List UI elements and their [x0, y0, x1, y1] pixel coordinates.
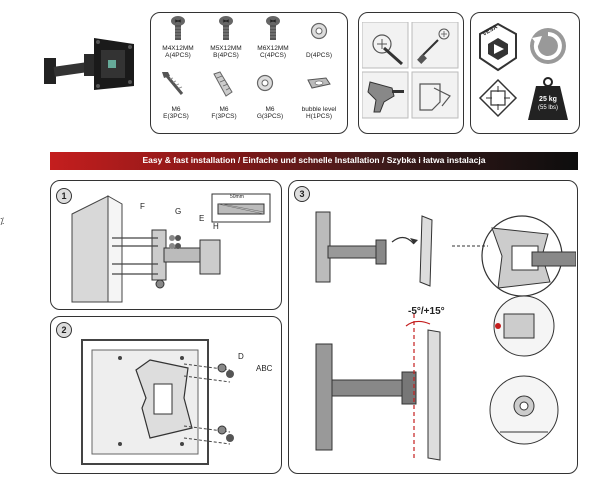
weight-lbs: (55 lbs)	[537, 105, 558, 111]
callout-abc: ABC	[256, 364, 273, 373]
installation-banner: Easy & fast installation / Einfache und …	[50, 152, 578, 170]
banner-text: Easy & fast installation / Einfache und …	[142, 155, 486, 165]
part-code: A(4PCS)	[165, 52, 191, 59]
screw-icon	[170, 16, 186, 47]
part-size: M6	[171, 106, 181, 113]
part-code: E(3PCS)	[163, 113, 189, 120]
part-code: H(1PCS)	[305, 113, 332, 120]
part-code: D(4PCS)	[305, 52, 332, 59]
part-size: M6X12MM	[257, 45, 289, 52]
callout-f: F	[140, 202, 145, 211]
vesa-badge: VESA	[476, 22, 520, 72]
step-3-number: 3	[294, 186, 310, 202]
washer-icon	[310, 22, 328, 45]
weight-icon: 25 kg (55 lbs)	[526, 76, 570, 122]
tools-grid	[361, 21, 460, 127]
weight-kg: 25 kg	[539, 96, 557, 103]
mounting-pattern-icon	[478, 78, 518, 123]
bubble-level-icon	[306, 76, 332, 95]
callout-h: H	[213, 222, 219, 231]
part-code: B(4PCS)	[213, 52, 239, 59]
recycle-icon	[528, 26, 568, 71]
washer-icon	[256, 74, 274, 97]
step-2-number: 2	[56, 322, 72, 338]
part-size: M4X12MM	[162, 45, 194, 52]
ruler-label: 50mm	[230, 194, 244, 200]
tilt-angle-label: -5°/+15°	[408, 306, 445, 317]
wall-anchor-icon	[208, 70, 234, 103]
step-1-number: 1	[56, 188, 72, 204]
callout-d: D	[238, 352, 244, 361]
side-marker: ⁒	[0, 216, 5, 226]
step-2-illustration	[80, 328, 280, 475]
part-code: G(3PCS)	[256, 113, 284, 120]
lag-bolt-icon	[160, 70, 186, 103]
part-code: C(4PCS)	[259, 52, 286, 59]
part-size: M5X12MM	[210, 45, 242, 52]
screw-icon	[218, 16, 234, 47]
step-1-illustration	[68, 190, 278, 311]
part-size: M6	[265, 106, 275, 113]
callout-g: G	[175, 207, 182, 216]
callout-e: E	[199, 214, 205, 223]
product-image	[38, 30, 138, 96]
part-size: bubble level	[301, 106, 337, 113]
part-code: F(3PCS)	[211, 113, 237, 120]
part-size: M6	[219, 106, 229, 113]
screw-icon	[265, 16, 281, 47]
step-3-illustration	[292, 196, 577, 477]
